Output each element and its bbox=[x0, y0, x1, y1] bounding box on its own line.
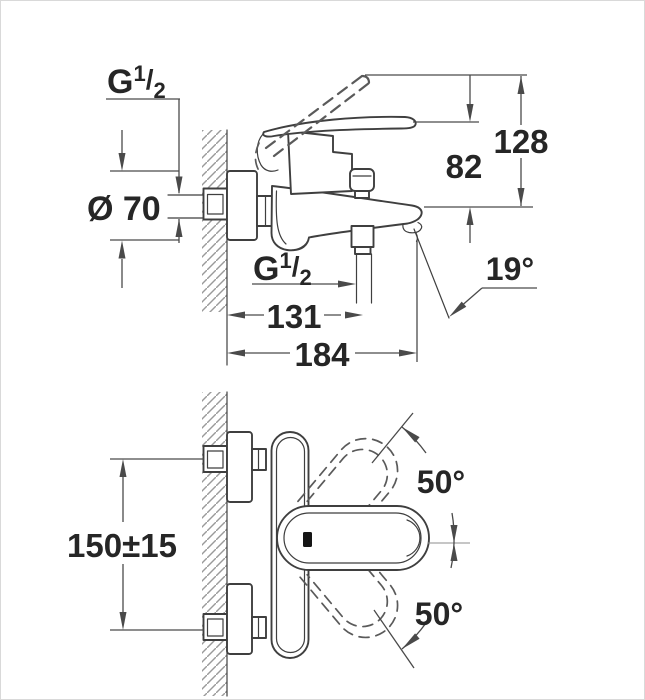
side-view: G1/2 Ø 70 82 128 bbox=[87, 61, 549, 373]
dim-heights: 82 128 bbox=[365, 74, 549, 243]
arrowhead bbox=[345, 311, 363, 319]
escutcheon-bottom bbox=[226, 583, 253, 655]
union-nut-inner bbox=[206, 193, 224, 215]
rotated-lever-outer-dash bbox=[297, 437, 399, 544]
arrowhead bbox=[338, 280, 356, 288]
dim-inlet-thread: G1/2 bbox=[106, 61, 183, 243]
arrowhead bbox=[118, 153, 126, 171]
body-inner-arc bbox=[291, 236, 310, 251]
raised-lever-top-dash bbox=[264, 74, 364, 150]
outlet-collar bbox=[354, 246, 372, 255]
inlet-unions-plan bbox=[202, 431, 267, 655]
swing-upper-label: 50° bbox=[417, 464, 465, 500]
outlet-fitting bbox=[350, 225, 375, 248]
arrowhead bbox=[175, 176, 183, 195]
lever-logo-mark bbox=[303, 532, 312, 547]
arrowhead bbox=[402, 633, 420, 649]
rotated-lever-inner-dash bbox=[306, 541, 389, 628]
plan-view: 50° 50° 150±15 bbox=[67, 391, 470, 697]
shower-projection-label: 131 bbox=[266, 298, 321, 335]
axis-line-lower bbox=[373, 609, 415, 669]
arrowhead bbox=[517, 76, 525, 94]
arrowhead bbox=[119, 459, 127, 477]
dim-inlet-spacing: 150±15 bbox=[67, 458, 204, 631]
tower-outline bbox=[287, 130, 353, 195]
dim-lever-swing: 50° 50° bbox=[371, 412, 470, 669]
lever-plan bbox=[276, 505, 430, 571]
dim-projections: 131 184 bbox=[227, 240, 418, 373]
arrowhead bbox=[517, 188, 525, 206]
arrowhead bbox=[466, 207, 474, 225]
open-lever-height-label: 128 bbox=[493, 123, 548, 160]
raised-lever-bottom-dash bbox=[272, 81, 371, 158]
escutcheon-side bbox=[226, 170, 258, 241]
escutcheon-diameter-label: Ø 70 bbox=[87, 190, 161, 228]
arrowhead bbox=[449, 301, 467, 317]
lever-raised-dashed bbox=[254, 74, 371, 175]
body-inner-contour bbox=[275, 190, 287, 245]
wall-section-plan bbox=[202, 391, 228, 697]
arrowhead bbox=[175, 219, 183, 237]
axis-line-upper bbox=[371, 412, 414, 464]
rotated-lever-outer-dash bbox=[297, 532, 399, 639]
inlet-union bbox=[167, 170, 276, 241]
spray-angle-label: 19° bbox=[486, 251, 534, 287]
arrowhead bbox=[227, 311, 245, 319]
arrowhead bbox=[466, 104, 474, 122]
arrowhead bbox=[119, 612, 127, 630]
dim-spray-angle: 19° bbox=[449, 251, 537, 317]
lever-inner bbox=[283, 512, 422, 564]
aerator bbox=[402, 221, 423, 234]
escutcheon-top bbox=[226, 431, 253, 503]
dim-escutcheon-diameter: Ø 70 bbox=[87, 130, 179, 288]
diverter-stem bbox=[354, 190, 370, 199]
wall-hatch bbox=[202, 130, 227, 312]
arrowhead bbox=[399, 349, 417, 357]
inlet-thread-label: G1/2 bbox=[107, 61, 166, 103]
lever-blade bbox=[262, 115, 417, 138]
dim-shower-thread: G1/2 bbox=[252, 248, 356, 290]
union-nut-top-inner bbox=[206, 450, 224, 469]
lever-rotated-down-dashed bbox=[297, 532, 399, 639]
shower-outlet bbox=[350, 225, 375, 304]
spray-direction-line bbox=[413, 228, 450, 319]
body-spout-outline bbox=[270, 185, 423, 252]
wall-hatch bbox=[202, 392, 227, 696]
raised-lever-tip-dash bbox=[360, 74, 371, 85]
arrowhead bbox=[450, 525, 458, 543]
mixer-body-spout bbox=[270, 185, 423, 252]
cartridge-tower bbox=[287, 130, 375, 199]
arrowhead bbox=[227, 349, 245, 357]
lever-tip-arc bbox=[406, 519, 421, 557]
inlet-spacing-label: 150±15 bbox=[67, 527, 177, 564]
spout-projection-label: 184 bbox=[294, 336, 350, 373]
swing-lower-label: 50° bbox=[415, 596, 463, 632]
wall-section-side bbox=[202, 129, 228, 366]
arrowhead bbox=[402, 427, 420, 443]
lever-outer bbox=[276, 505, 430, 571]
arrowhead bbox=[118, 240, 126, 259]
lever-side bbox=[256, 115, 417, 172]
lever-height-label: 82 bbox=[446, 148, 483, 185]
diverter-knob bbox=[349, 168, 375, 192]
union-nut-bottom-inner bbox=[206, 618, 224, 637]
arrowhead bbox=[450, 543, 458, 561]
lever-pivot bbox=[256, 133, 279, 172]
shower-thread-label: G1/2 bbox=[253, 248, 312, 290]
raised-lever-arc-dash bbox=[254, 142, 262, 175]
